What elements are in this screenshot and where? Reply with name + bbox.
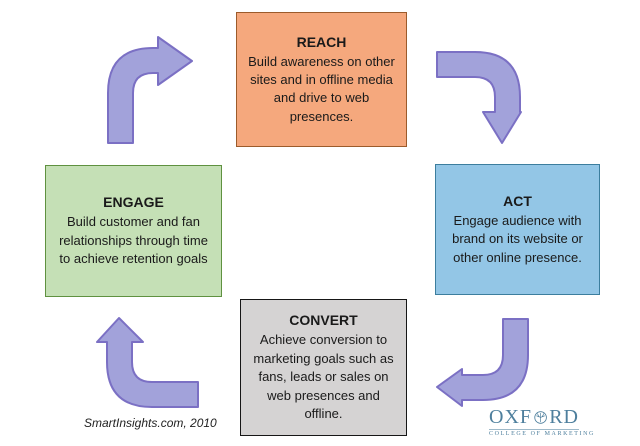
- engage-heading: ENGAGE: [103, 194, 164, 211]
- arrow-act-to-convert: [436, 318, 529, 407]
- oxford-logo-text-start: OXF: [489, 406, 533, 428]
- act-body: Engage audience with brand on its websit…: [452, 212, 583, 265]
- oxford-logo-subtitle: COLLEGE OF MARKETING: [489, 429, 595, 437]
- convert-heading: CONVERT: [289, 312, 358, 329]
- oxford-logo-text-end: RD: [549, 406, 579, 428]
- convert-body: Achieve conversion to marketing goals su…: [253, 332, 394, 422]
- act-heading: ACT: [503, 192, 532, 209]
- reach-box: REACH Build awareness on other sites and…: [236, 12, 407, 147]
- arrow-engage-to-reach: [107, 36, 193, 144]
- source-citation: SmartInsights.com, 2010: [84, 416, 217, 430]
- tree-icon: [534, 410, 547, 424]
- act-box: ACT Engage audience with brand on its we…: [435, 164, 600, 295]
- arrow-reach-to-act: [436, 51, 522, 144]
- reach-body: Build awareness on other sites and in of…: [248, 53, 395, 124]
- oxford-logo: OXF RD COLLEGE OF MARKETING: [489, 407, 595, 438]
- arrow-convert-to-engage: [96, 317, 199, 408]
- engage-body: Build customer and fan relationships thr…: [59, 214, 208, 267]
- oxford-logo-wordmark: OXF RD: [489, 407, 579, 427]
- reach-heading: REACH: [296, 33, 347, 50]
- engage-box: ENGAGE Build customer and fan relationsh…: [45, 165, 222, 297]
- convert-box: CONVERT Achieve conversion to marketing …: [240, 299, 407, 436]
